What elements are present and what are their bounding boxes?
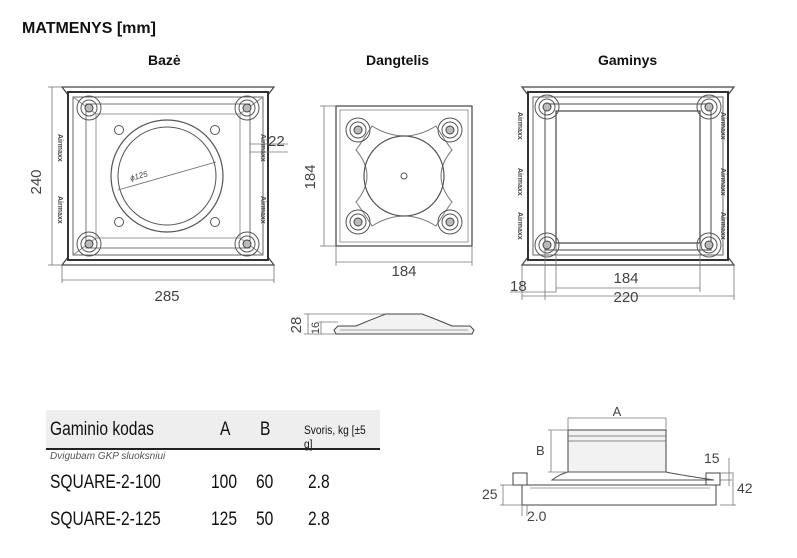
dangtelis-side-16: 16 [310, 322, 322, 334]
spec-table-subheading: Dvigubam GKP sluoksniui [50, 451, 166, 462]
gaminys-title: Gaminys [598, 52, 658, 68]
row-2-a: 125 [211, 509, 237, 530]
section-dim-25: 25 [482, 486, 498, 502]
col-header-a: A [220, 419, 231, 440]
row-1-b: 60 [256, 472, 274, 493]
dangtelis-title: Dangtelis [366, 52, 430, 68]
brand-text: Airmaxx [719, 112, 726, 140]
col-header-b: B [260, 419, 271, 440]
row-1-code: SQUARE-2-100 [50, 472, 161, 493]
baze-drawing: ϕ125 Airmaxx Airmaxx Airmaxx Airmaxx 240… [28, 86, 288, 305]
section-dim-2: 2.0 [527, 508, 547, 524]
brand-text: Airmaxx [56, 134, 63, 162]
brand-text: Airmaxx [719, 212, 726, 240]
row-1-a: 100 [211, 472, 237, 493]
gaminys-inner-dim: 184 [613, 270, 638, 287]
section-dim-15: 15 [704, 450, 720, 466]
spec-table-rule [46, 448, 380, 450]
row-1-weight: 2.8 [308, 472, 330, 493]
page-title: MATMENYS [mm] [22, 20, 156, 37]
brand-text: Airmaxx [719, 168, 726, 196]
dangtelis-side-28: 28 [288, 317, 305, 334]
brand-text: Airmaxx [259, 134, 266, 162]
spec-table-header [46, 410, 380, 448]
gaminys-outer-dim: 220 [613, 289, 638, 306]
col-header-weight: Svoris, kg [±5 g] [304, 423, 366, 451]
row-2-code: SQUARE-2-125 [50, 509, 161, 530]
brand-text: Airmaxx [56, 196, 63, 224]
brand-text: Airmaxx [259, 196, 266, 224]
dangtelis-width-dim: 184 [391, 263, 416, 280]
section-drawing: A B 15 42 25 2.0 [482, 404, 753, 524]
baze-width-dim: 285 [154, 288, 179, 305]
row-2-weight: 2.8 [308, 509, 330, 530]
section-label-a: A [613, 404, 622, 419]
section-label-b: B [536, 443, 545, 458]
brand-text: Airmaxx [516, 212, 523, 240]
baze-height-dim: 240 [28, 169, 45, 194]
baze-title: Bazė [148, 52, 181, 68]
brand-text: Airmaxx [516, 112, 523, 140]
brand-text: Airmaxx [516, 168, 523, 196]
section-dim-42: 42 [737, 480, 753, 496]
dangtelis-drawing: 184 184 28 16 [288, 105, 475, 335]
baze-diameter-label: ϕ125 [129, 169, 149, 183]
dangtelis-height-dim: 184 [302, 164, 319, 189]
col-header-code: Gaminio kodas [50, 419, 154, 440]
baze-rim-dim: 22 [268, 133, 285, 150]
gaminys-offset-dim: 18 [510, 278, 527, 295]
row-2-b: 50 [256, 509, 274, 530]
gaminys-drawing: Airmaxx Airmaxx Airmaxx Airmaxx Airmaxx … [510, 86, 736, 306]
